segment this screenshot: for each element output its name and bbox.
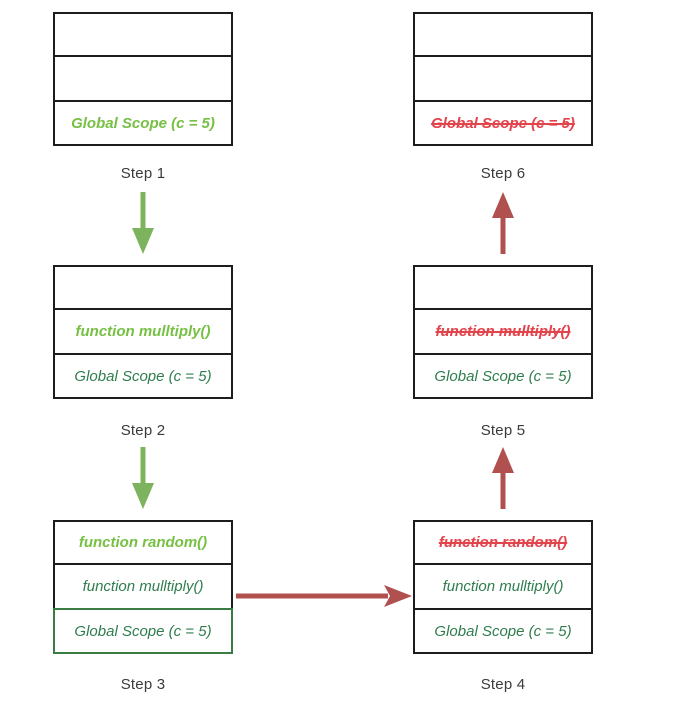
step3-box: function random() function mulltiply() G… [53,520,233,654]
up-arrow-icon [490,447,516,509]
step3-label: Step 3 [120,676,166,693]
stack-frame-global-scope: Global Scope (c = 5) [53,353,233,399]
stack-frame-random: function random() [53,520,233,565]
step1-label: Step 1 [120,165,166,182]
step5-box: function mulltiply() Global Scope (c = 5… [413,265,593,399]
down-arrow-icon [130,192,156,254]
stack-frame-empty [413,55,593,102]
up-arrow-icon [490,192,516,254]
step2-label: Step 2 [120,422,166,439]
stack-frame-multiply-popped: function mulltiply() [413,308,593,355]
stack-frame-empty [53,55,233,102]
step6-label: Step 6 [480,165,526,182]
right-arrow-icon [236,582,412,610]
stack-frame-global-scope: Global Scope (c = 5) [53,100,233,146]
stack-frame-global-scope: Global Scope (c = 5) [413,608,593,654]
step4-label: Step 4 [480,676,526,693]
stack-frame-global-scope: Global Scope (c = 5) [53,608,233,654]
step2-box: function mulltiply() Global Scope (c = 5… [53,265,233,399]
stack-frame-empty [413,12,593,57]
stack-frame-empty [413,265,593,310]
step6-box: Global Scope (c = 5) [413,12,593,146]
stack-frame-multiply: function mulltiply() [53,308,233,355]
stack-frame-global-scope: Global Scope (c = 5) [413,353,593,399]
stack-frame-multiply: function mulltiply() [413,563,593,610]
stack-frame-random-popped: function random() [413,520,593,565]
down-arrow-icon [130,447,156,509]
step5-label: Step 5 [480,422,526,439]
stack-frame-empty [53,12,233,57]
stack-frame-multiply: function mulltiply() [53,563,233,610]
step1-box: Global Scope (c = 5) [53,12,233,146]
stack-frame-empty [53,265,233,310]
stack-frame-global-scope-popped: Global Scope (c = 5) [413,100,593,146]
step4-box: function random() function mulltiply() G… [413,520,593,654]
